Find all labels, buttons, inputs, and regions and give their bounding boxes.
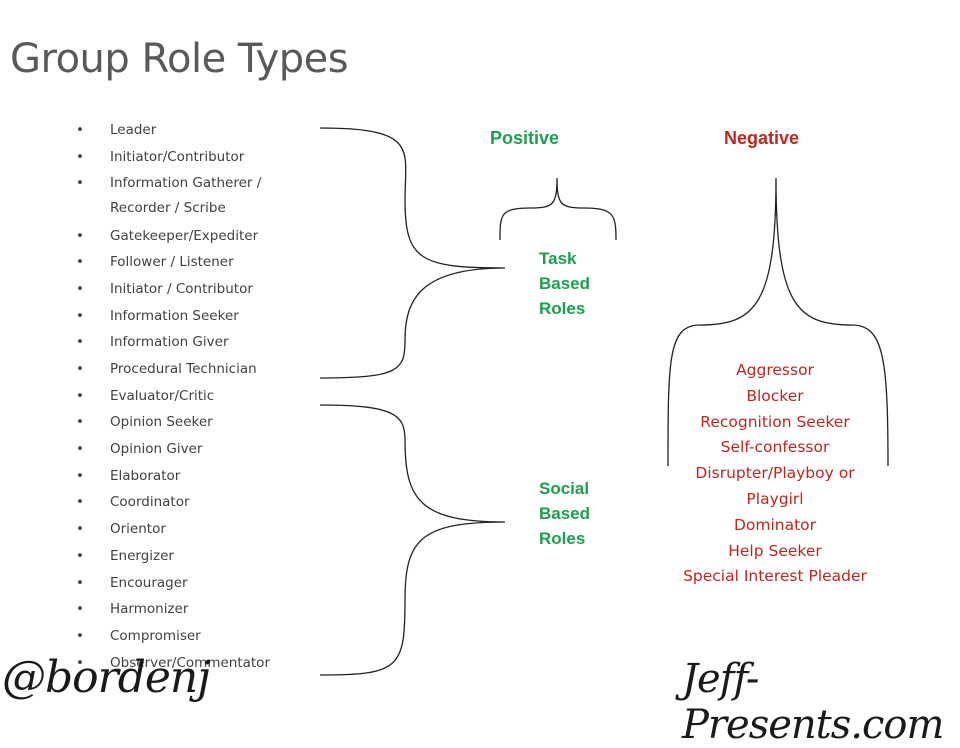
- list-item: Elaborator: [76, 464, 306, 489]
- social-brace: [319, 404, 506, 676]
- list-item: Procedural Technician: [76, 357, 306, 382]
- list-item: Energizer: [76, 544, 306, 569]
- label-line: Based: [539, 274, 591, 293]
- list-item: Opinion Giver: [76, 437, 306, 462]
- label-line: Social: [539, 479, 590, 498]
- list-item: Evaluator/Critic: [76, 384, 306, 409]
- list-item: Initiator / Contributor: [76, 277, 306, 302]
- negative-role-item: Help Seeker: [728, 541, 822, 560]
- negative-role-item: Aggressor: [736, 361, 814, 379]
- label-line: Roles: [539, 299, 586, 318]
- list-item: Orientor: [76, 517, 306, 542]
- positive-header: Positive: [490, 128, 560, 148]
- negative-brace: [667, 177, 889, 467]
- label-line: Task: [539, 249, 577, 268]
- list-item: Initiator/Contributor: [76, 145, 306, 170]
- role-list: Leader Initiator/Contributor Information…: [76, 118, 306, 677]
- label-line: Based: [539, 504, 591, 523]
- negative-role-item: Disrupter/Playboy or: [695, 464, 855, 483]
- list-item: Coordinator: [76, 490, 306, 515]
- list-item-line: Information Gatherer /: [110, 175, 262, 192]
- list-item: Information Giver: [76, 330, 306, 355]
- task-brace: [319, 127, 506, 379]
- negative-role-item: Blocker: [746, 386, 804, 405]
- negative-header: Negative: [724, 128, 800, 148]
- list-item: Gatekeeper/Expediter: [76, 224, 306, 249]
- label-line: Roles: [539, 529, 586, 548]
- negative-role-item: Self-confessor: [720, 438, 830, 457]
- negative-role-list: Aggressor Blocker Recognition Seeker Sel…: [660, 358, 890, 590]
- task-based-roles-label: Task Based Roles: [539, 246, 590, 321]
- list-item: Opinion Seeker: [76, 410, 306, 435]
- list-item: Follower / Listener: [76, 250, 306, 275]
- social-based-roles-label: Social Based Roles: [539, 476, 590, 551]
- negative-role-item: Recognition Seeker: [700, 412, 850, 431]
- negative-role-item: Playgirl: [746, 489, 804, 508]
- list-item: Compromiser: [76, 624, 306, 649]
- list-item: Harmonizer: [76, 597, 306, 622]
- list-item: Information Gatherer / Recorder / Scribe: [76, 171, 306, 221]
- page-title: Group Role Types: [10, 36, 349, 82]
- website-signature: Jeff-Presents.com: [682, 656, 944, 748]
- positive-brace: [499, 177, 617, 241]
- list-item: Encourager: [76, 571, 306, 596]
- brace-diagram: [319, 127, 889, 676]
- negative-role-item: Dominator: [733, 515, 817, 534]
- negative-role-item: Special Interest Pleader: [683, 567, 867, 586]
- list-item: Information Seeker: [76, 304, 306, 329]
- twitter-handle-signature: @bordenj: [2, 652, 211, 703]
- list-item-line: Recorder / Scribe: [110, 200, 226, 217]
- list-item: Observer/Commentator: [76, 651, 306, 676]
- list-item: Leader: [76, 118, 306, 143]
